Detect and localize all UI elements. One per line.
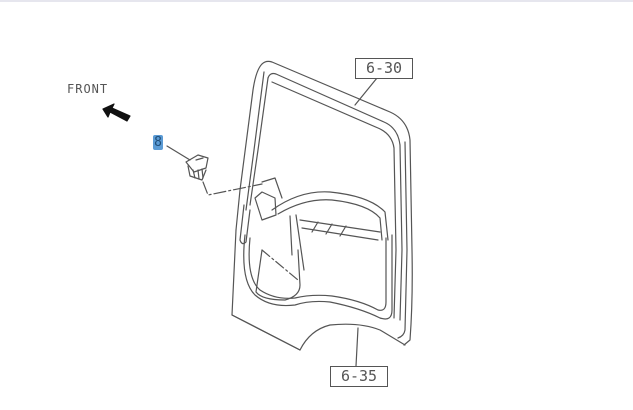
door-frame xyxy=(235,60,413,346)
reference-callout-6-30[interactable]: 6-30 xyxy=(355,58,413,79)
top-border xyxy=(0,0,633,2)
install-line xyxy=(202,181,263,196)
clip-part-icon xyxy=(185,154,209,181)
reference-callout-6-35[interactable]: 6-35 xyxy=(330,366,388,387)
ref-6-35-leader-line xyxy=(355,327,359,367)
part-number-8-badge[interactable]: 8 xyxy=(153,135,163,150)
front-direction-label: FRONT xyxy=(67,82,109,96)
part-8-leader-line xyxy=(166,145,191,161)
door-trim-panel xyxy=(231,177,406,351)
front-arrow-icon xyxy=(102,103,131,122)
ref-6-30-leader-line xyxy=(354,77,378,106)
